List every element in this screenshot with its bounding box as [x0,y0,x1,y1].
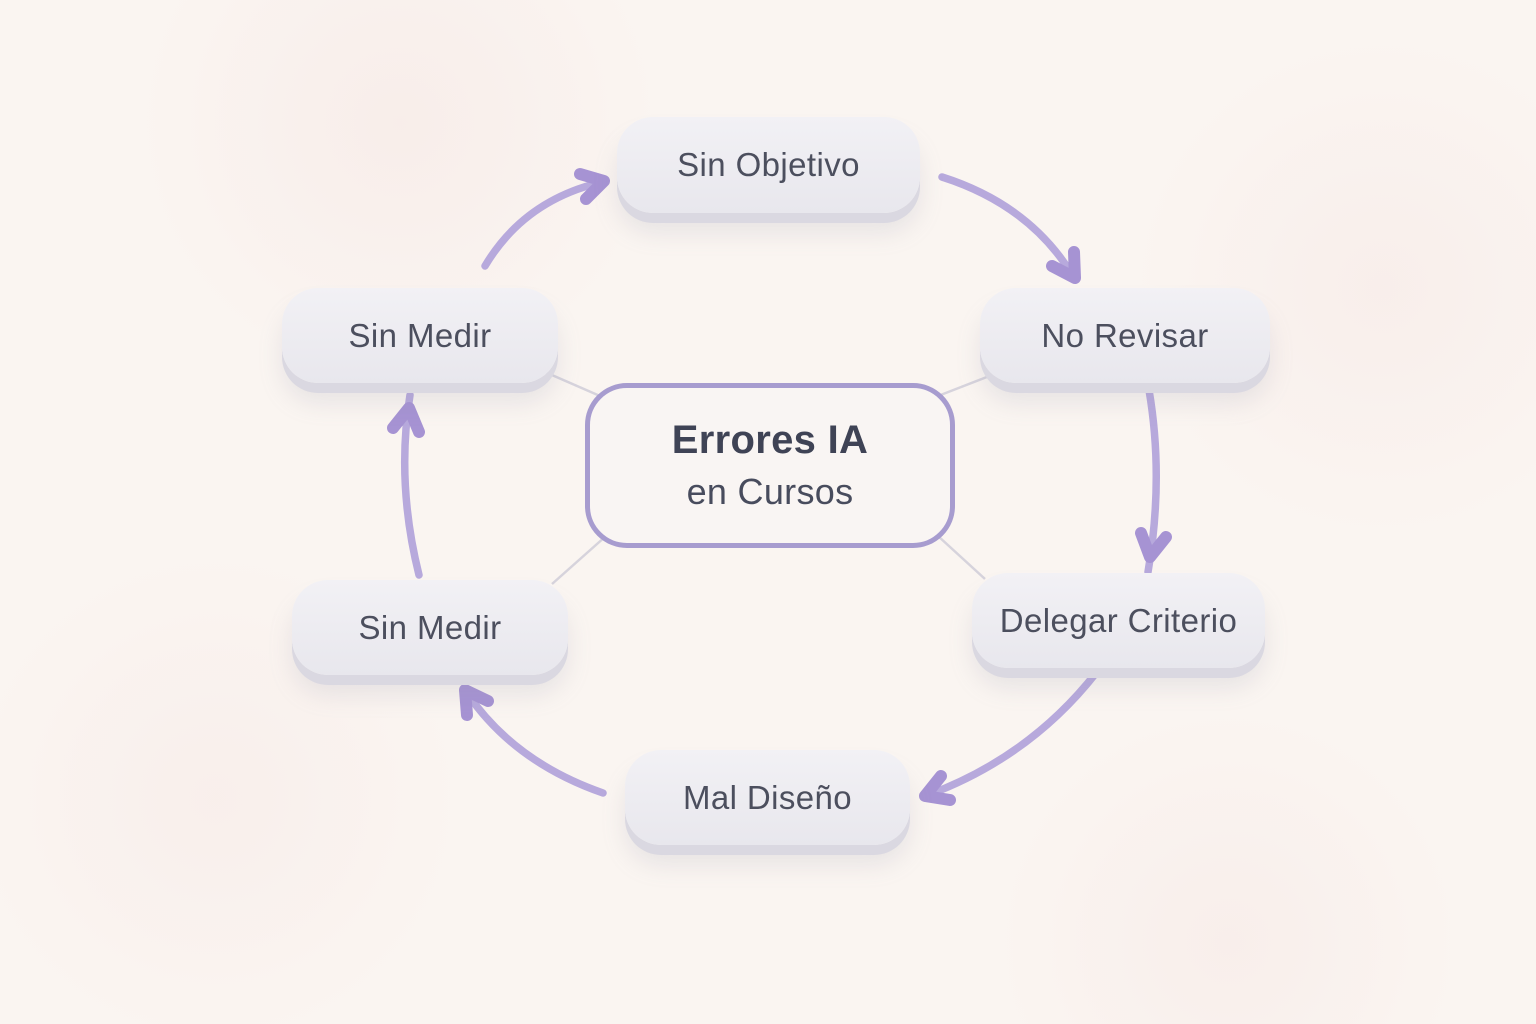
arrow-sin-objetivo-to-no-revisar [938,173,1081,284]
arrow-sin-medir-top-to-sin-objetivo [481,168,610,270]
center-title: Errores IA [671,418,869,462]
spoke-center-to-no-revisar [937,373,993,398]
arrow-delegar-criterio-to-mal-diseno [919,669,1100,806]
spoke-center-to-sin-medir-top [544,370,601,398]
node-sin-medir-bottom: Sin Medir [292,580,568,675]
arrow-sin-medir-bottom-to-sin-medir-top [387,391,425,579]
spoke-center-to-sin-medir-bottom [551,535,607,585]
node-mal-diseno: Mal Diseño [625,750,910,845]
node-sin-medir-top: Sin Medir [282,288,558,383]
center-subtitle: en Cursos [686,471,854,512]
node-label: Delegar Criterio [999,601,1238,639]
node-delegar-criterio: Delegar Criterio [972,573,1265,668]
node-sin-objetivo: Sin Objetivo [617,117,920,213]
arrow-mal-diseno-to-sin-medir-bottom [459,684,607,797]
node-label: Sin Objetivo [677,146,860,183]
node-label: Sin Medir [348,316,492,354]
arrow-no-revisar-to-delegar-criterio [1135,386,1172,576]
node-no-revisar: No Revisar [980,288,1270,383]
spoke-center-to-delegar-criterio [937,535,986,580]
node-label: No Revisar [1041,316,1209,354]
node-label: Sin Medir [358,608,502,646]
node-label: Mal Diseño [682,778,853,816]
center-node-errores-ia: Errores IA en Cursos [585,383,955,548]
